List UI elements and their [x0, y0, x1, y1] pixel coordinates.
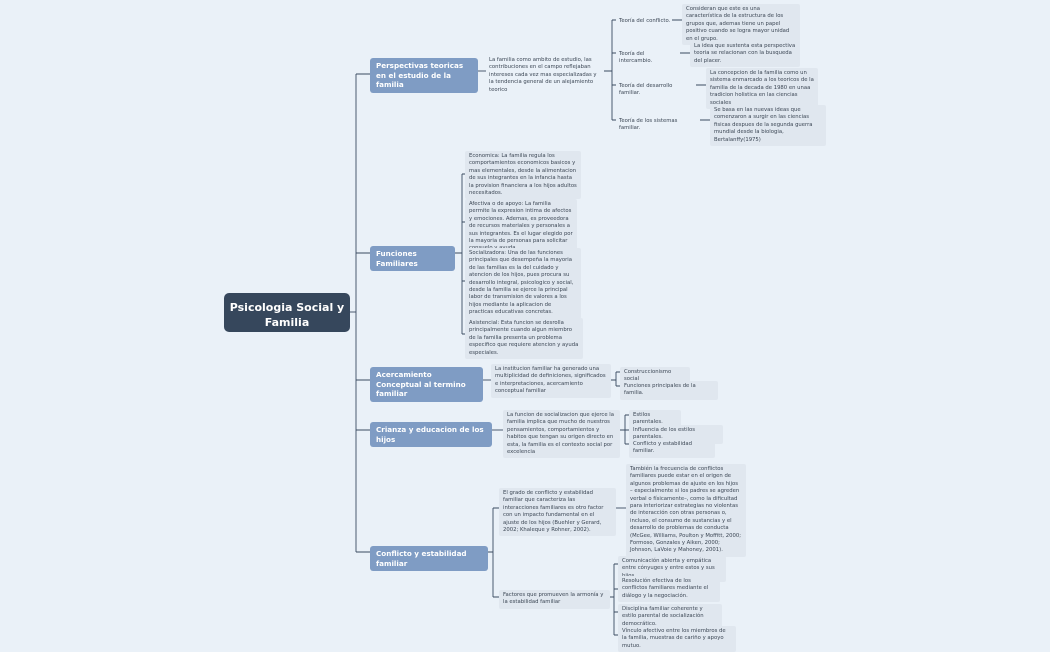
- theory-intercambio[interactable]: Teoría del intercambio.: [619, 51, 653, 65]
- branch-perspectivas-teoricas[interactable]: Perspectivas teoricas en el estudio de l…: [370, 58, 478, 93]
- theory-conflicto[interactable]: Teoría del conflicto.: [619, 18, 671, 24]
- perspectivas-summary: La familia como ambito de estudio, las c…: [489, 57, 597, 93]
- acercamiento-summary: La institucion familiar ha generado una …: [491, 364, 611, 398]
- theory-sistemas-desc: Se basa en las nuevas ideas que comenzar…: [710, 105, 826, 147]
- theory-desarrollo-desc: La concepcion de la familia como un sist…: [706, 68, 818, 110]
- branch-conflicto-estabilidad[interactable]: Conflicto y estabilidad familiar: [370, 546, 488, 571]
- factor-vinculo: Vínculo afectivo entre los miembros de l…: [618, 626, 736, 652]
- crianza-summary: La funcion de socializacion que ejerce l…: [503, 410, 620, 459]
- theory-intercambio-desc: La idea que sustenta esta perspectiva te…: [690, 41, 800, 68]
- branch-funciones-familiares[interactable]: Funciones Familiares: [370, 246, 455, 271]
- branch-acercamiento-conceptual[interactable]: Acercamiento Conceptual al termino famil…: [370, 367, 483, 402]
- funcion-economica: Economica: La familia regula los comport…: [465, 151, 581, 200]
- factor-resolucion: Resolución efectiva de los conflictos fa…: [618, 576, 720, 603]
- factores-armonia: Factores que promueven la armonía y la e…: [499, 590, 610, 609]
- funcion-asistencial: Asistencial: Esta funcion se desrolla pr…: [465, 318, 583, 360]
- estilos-parentales[interactable]: Estilos parentales.: [629, 410, 681, 429]
- branch-crianza-educacion[interactable]: Crianza y educacion de los hijos: [370, 422, 492, 447]
- root-topic[interactable]: Psicologia Social y Familia: [224, 293, 350, 332]
- funcion-socializadora: Socializadora: Una de las funciones prin…: [465, 248, 581, 319]
- theory-desarrollo-familiar[interactable]: Teoría del desarrollo familiar.: [619, 83, 673, 97]
- funciones-principales[interactable]: Funciones principales de la familia.: [620, 381, 718, 400]
- funcion-afectiva: Afectiva o de apoyo: La familia permite …: [465, 199, 577, 255]
- factor-disciplina: Disciplina familiar coherente y estilo p…: [618, 604, 722, 631]
- conflicto-frecuencia-text: También la frecuencia de conflictos fami…: [626, 464, 746, 557]
- conflicto-grado-text: El grado de conflicto y estabilidad fami…: [499, 488, 616, 537]
- theory-sistemas-familiar[interactable]: Teoría de los sistemas familiar.: [619, 118, 678, 132]
- theory-conflicto-desc: Consideran que este es una característic…: [682, 4, 800, 46]
- conflicto-estabilidad-item[interactable]: Conflicto y estabilidad familiar.: [629, 439, 715, 458]
